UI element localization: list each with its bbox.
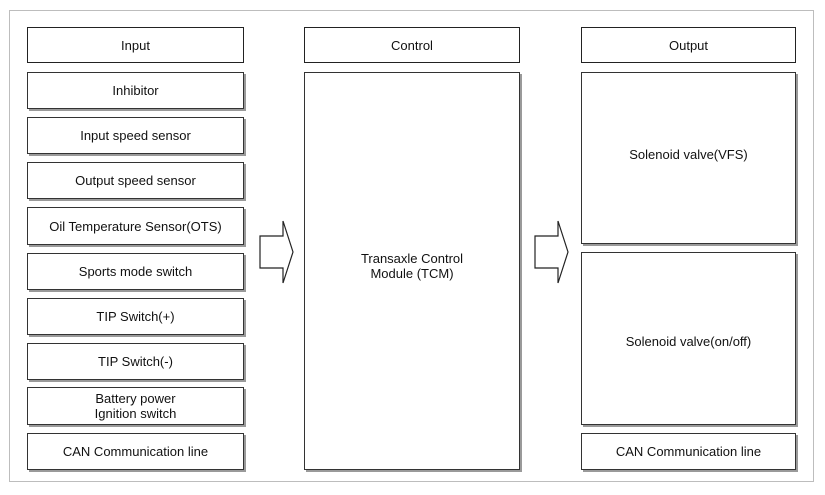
input-battery-ignition: Battery power Ignition switch — [27, 387, 244, 425]
input-oil-temperature-sensor: Oil Temperature Sensor(OTS) — [27, 207, 244, 245]
tcm-label-line1: Transaxle Control — [360, 251, 464, 266]
arrow-control-to-output — [534, 220, 569, 284]
input-input-speed-sensor: Input speed sensor — [27, 117, 244, 154]
battery-power-label: Battery power — [95, 391, 176, 406]
transaxle-control-module: Transaxle Control Module (TCM) — [304, 72, 520, 470]
ignition-switch-label: Ignition switch — [94, 406, 177, 421]
input-can-communication-line: CAN Communication line — [27, 433, 244, 470]
output-solenoid-valve-on-off: Solenoid valve(on/off) — [581, 252, 796, 425]
input-header: Input — [27, 27, 244, 63]
output-header: Output — [581, 27, 796, 63]
input-output-speed-sensor: Output speed sensor — [27, 162, 244, 199]
output-solenoid-valve-vfs: Solenoid valve(VFS) — [581, 72, 796, 244]
input-inhibitor: Inhibitor — [27, 72, 244, 109]
input-sports-mode-switch: Sports mode switch — [27, 253, 244, 290]
input-tip-switch-plus: TIP Switch(+) — [27, 298, 244, 335]
arrow-input-to-control — [259, 220, 294, 284]
output-can-communication-line: CAN Communication line — [581, 433, 796, 470]
input-tip-switch-minus: TIP Switch(-) — [27, 343, 244, 380]
tcm-label-line2: Module (TCM) — [370, 266, 454, 281]
control-header: Control — [304, 27, 520, 63]
